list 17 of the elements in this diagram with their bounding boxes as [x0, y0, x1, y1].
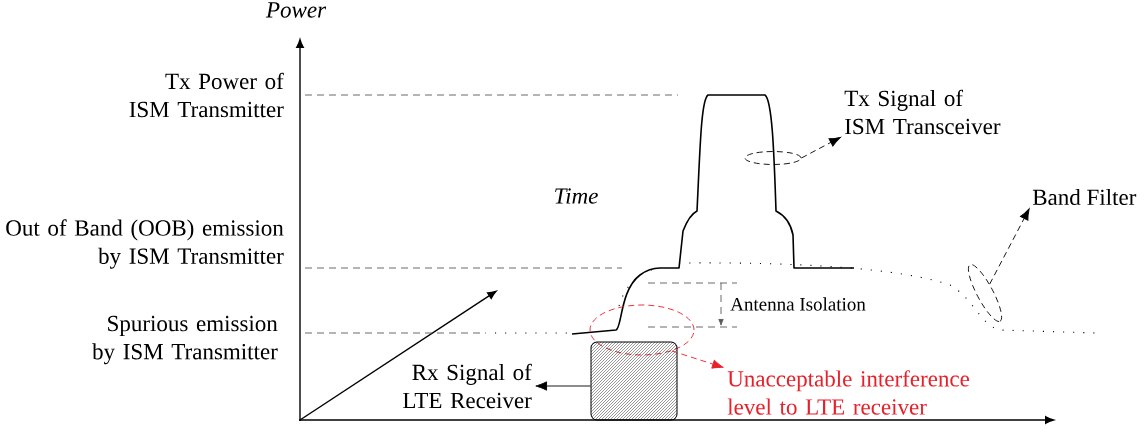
arrow [535, 381, 591, 391]
dimension-label: Antenna Isolation [730, 297, 866, 311]
arrow [671, 350, 724, 369]
axis-label: Power [265, 2, 327, 18]
level-label: Spurious emission by ISM Transmitter [92, 315, 278, 365]
callout-text: Band Filter [1032, 188, 1137, 206]
callout-text: Unacceptable interference level to LTE receiver [727, 370, 970, 415]
level-label: Out of Band (OOB) emission by ISM Transmitter [6, 219, 284, 269]
hatched-signal [590, 341, 678, 421]
dashed-ellipse [744, 151, 802, 165]
arrow [801, 136, 841, 159]
arrow [989, 208, 1030, 285]
axis-label: Time [555, 188, 598, 204]
callout-text: Tx Signal of ISM Transceiver [844, 89, 1001, 135]
level-label: Tx Power of ISM Transmitter [129, 72, 284, 118]
dashed-ellipse [589, 304, 695, 356]
callout-text: Rx Signal of LTE Receiver [403, 363, 532, 409]
